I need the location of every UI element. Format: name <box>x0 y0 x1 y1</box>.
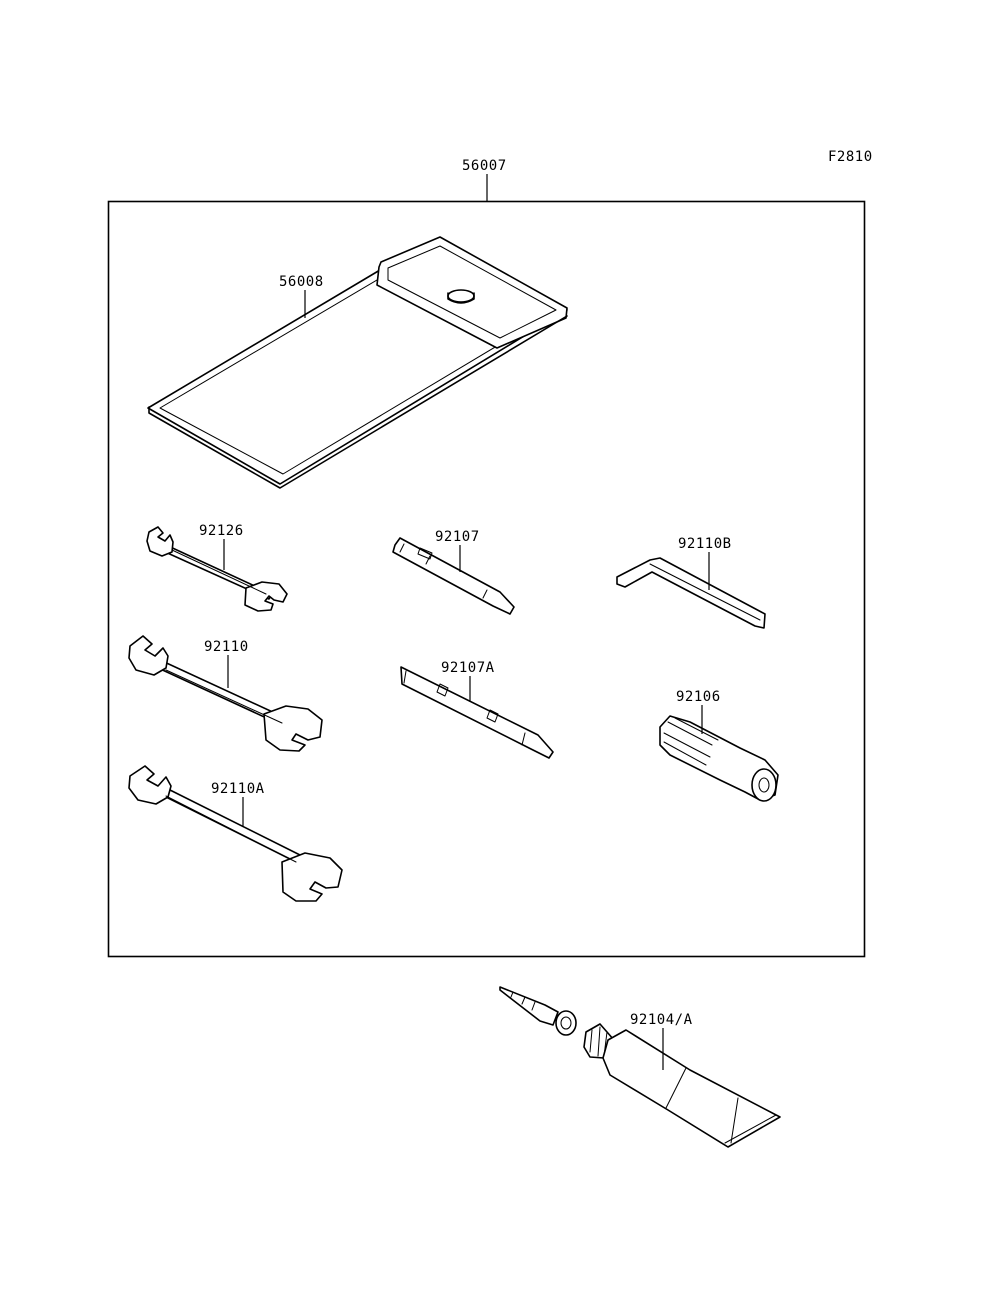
handle-icon[interactable] <box>659 715 779 802</box>
grease-tube-icon[interactable] <box>499 986 781 1148</box>
label-56008[interactable]: 56008 <box>279 274 324 290</box>
label-92110a[interactable]: 92110A <box>211 781 265 797</box>
figure-code: F2810 <box>828 149 873 165</box>
label-92106[interactable]: 92106 <box>676 689 721 705</box>
label-92126[interactable]: 92126 <box>199 523 244 539</box>
label-92107a[interactable]: 92107A <box>441 660 495 676</box>
screwdriver-icon[interactable] <box>392 537 515 615</box>
hex-wrench-icon[interactable] <box>616 557 766 629</box>
wrench-small-icon[interactable] <box>146 526 288 612</box>
label-92110[interactable]: 92110 <box>204 639 249 655</box>
label-92110b[interactable]: 92110B <box>678 536 732 552</box>
label-92107[interactable]: 92107 <box>435 529 480 545</box>
tool-kit-frame <box>107 200 866 958</box>
wrench-medium-icon[interactable] <box>128 635 323 752</box>
screwdriver-a-icon[interactable] <box>400 666 554 759</box>
label-56007[interactable]: 56007 <box>462 158 507 174</box>
label-92104-a[interactable]: 92104/A <box>630 1012 693 1028</box>
tool-case-icon[interactable] <box>147 236 568 489</box>
wrench-large-icon[interactable] <box>128 765 343 902</box>
